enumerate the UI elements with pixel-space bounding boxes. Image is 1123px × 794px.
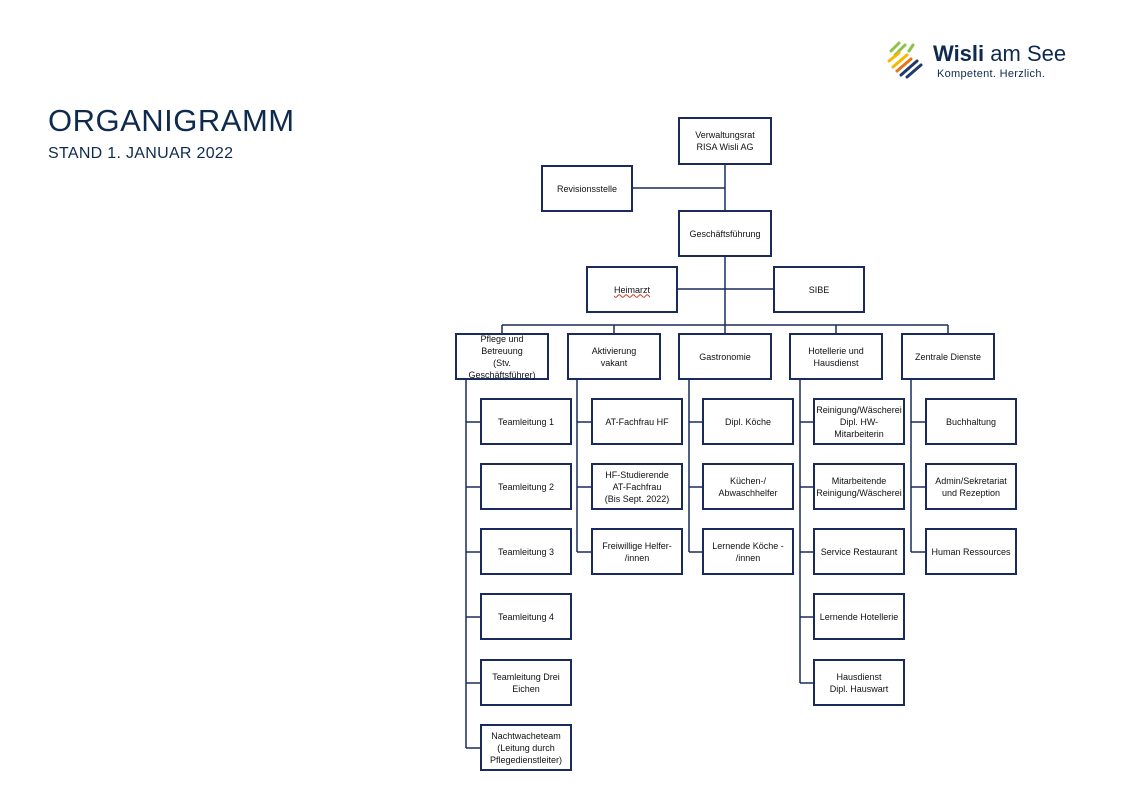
unit-box: Lernende Hotellerie xyxy=(813,593,905,640)
logo-tagline: Kompetent. Herzlich. xyxy=(937,68,1046,80)
logo: Wisli am See Kompetent. Herzlich. xyxy=(885,39,1085,85)
department-head-aktivierung: Aktivierung vakant xyxy=(567,333,661,380)
unit-box: Teamleitung Drei Eichen xyxy=(480,659,572,706)
audit-box: Revisionsstelle xyxy=(541,165,633,212)
unit-box: Hausdienst Dipl. Hauswart xyxy=(813,659,905,706)
unit-box: Lernende Köche - /innen xyxy=(702,528,794,575)
unit-box: Teamleitung 3 xyxy=(480,528,572,575)
unit-box: Service Restaurant xyxy=(813,528,905,575)
unit-box: Buchhaltung xyxy=(925,398,1017,445)
management-box: Geschäftsführung xyxy=(678,210,772,257)
unit-box: Freiwillige Helfer- /innen xyxy=(591,528,683,575)
unit-box: Küchen-/ Abwaschhelfer xyxy=(702,463,794,510)
unit-box: Teamleitung 2 xyxy=(480,463,572,510)
doctor-box: Heimarzt xyxy=(586,266,678,313)
unit-box: Human Ressources xyxy=(925,528,1017,575)
safety-box: SIBE xyxy=(773,266,865,313)
unit-box: Teamleitung 4 xyxy=(480,593,572,640)
department-head-zentral: Zentrale Dienste xyxy=(901,333,995,380)
unit-box: Reinigung/Wäscherei Dipl. HW-Mitarbeiter… xyxy=(813,398,905,445)
unit-box: HF-Studierende AT-Fachfrau (Bis Sept. 20… xyxy=(591,463,683,510)
logo-mark-icon xyxy=(887,41,923,79)
page-title: ORGANIGRAMM xyxy=(48,103,295,138)
unit-box: Teamleitung 1 xyxy=(480,398,572,445)
board-box: Verwaltungsrat RISA Wisli AG xyxy=(678,117,772,165)
department-head-gastronomie: Gastronomie xyxy=(678,333,772,380)
department-head-hotellerie: Hotellerie und Hausdienst xyxy=(789,333,883,380)
page-subtitle: STAND 1. JANUAR 2022 xyxy=(48,145,234,162)
unit-box: Dipl. Köche xyxy=(702,398,794,445)
logo-wordmark: Wisli am See xyxy=(933,41,1067,66)
unit-box: Admin/Sekretariat und Rezeption xyxy=(925,463,1017,510)
unit-box: Mitarbeitende Reinigung/Wäscherei xyxy=(813,463,905,510)
unit-box: AT-Fachfrau HF xyxy=(591,398,683,445)
department-head-pflege: Pflege und Betreuung (Stv. Geschäftsführ… xyxy=(455,333,549,380)
unit-box: Nachtwacheteam (Leitung durch Pflegedien… xyxy=(480,724,572,771)
